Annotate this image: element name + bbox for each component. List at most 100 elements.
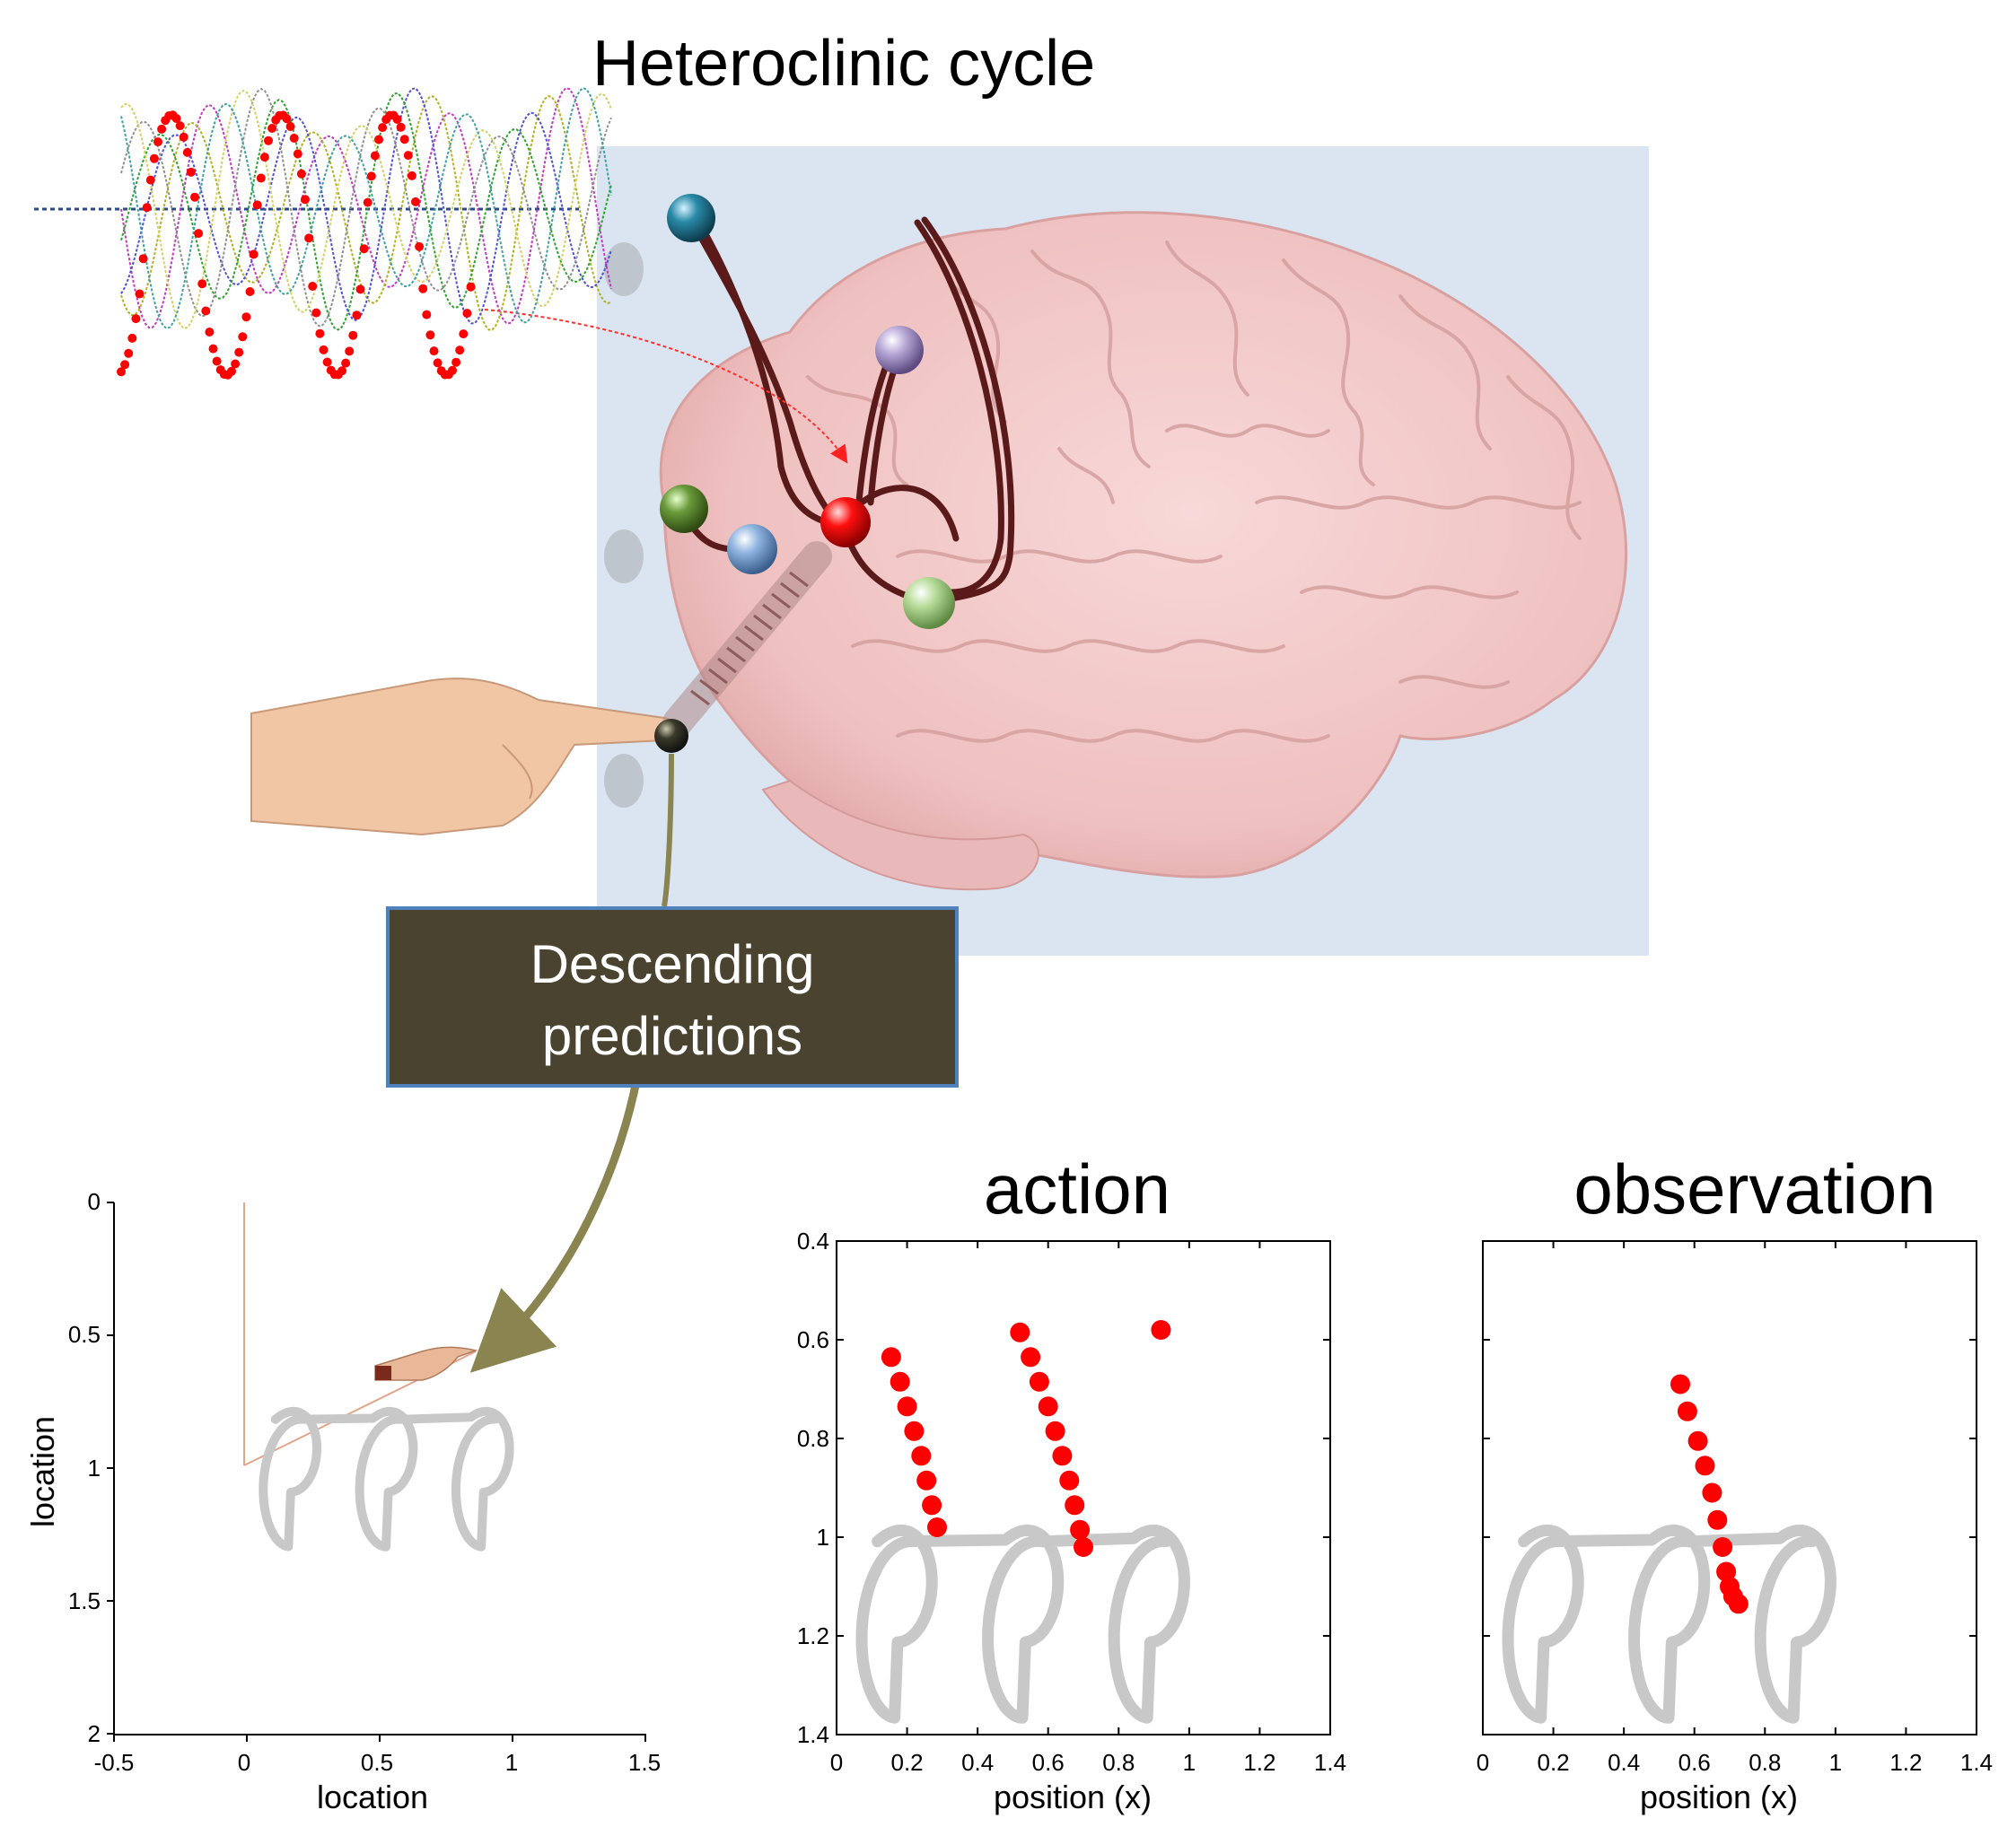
lightgreen-node bbox=[903, 577, 955, 629]
timeseries-trace bbox=[120, 87, 612, 329]
timeseries-dot bbox=[241, 312, 251, 322]
timeseries-dot bbox=[205, 328, 215, 337]
timeseries-dot bbox=[366, 171, 376, 181]
timeseries-dot bbox=[345, 346, 355, 356]
timeseries-dot bbox=[138, 254, 148, 264]
trajectory-dot bbox=[922, 1495, 942, 1516]
timeseries-dot bbox=[149, 153, 159, 163]
timeseries-dot bbox=[145, 175, 155, 185]
action-x-label: position (x) bbox=[994, 1779, 1152, 1815]
green-node bbox=[660, 485, 708, 533]
timeseries-dot bbox=[407, 170, 416, 180]
timeseries-dot bbox=[179, 132, 188, 142]
y-tick-2: 2 bbox=[88, 1720, 101, 1747]
trajectory-dot bbox=[1702, 1482, 1722, 1503]
y-tick-label: 1 bbox=[817, 1524, 829, 1551]
trajectory-dot bbox=[1021, 1347, 1041, 1368]
x-tick-label: 0.8 bbox=[1102, 1749, 1135, 1776]
box-label-line2: predictions bbox=[542, 1006, 802, 1066]
y-tick-label: 0.8 bbox=[797, 1425, 829, 1452]
trajectory-dot bbox=[1065, 1495, 1085, 1516]
trajectory-dot bbox=[1052, 1446, 1073, 1466]
descending-arrow bbox=[469, 1076, 642, 1373]
trajectory-dot bbox=[1670, 1374, 1690, 1394]
observation-x-label: position (x) bbox=[1640, 1779, 1798, 1815]
timeseries-dot bbox=[182, 147, 192, 157]
timeseries-dot bbox=[301, 195, 310, 205]
timeseries-dot bbox=[352, 310, 362, 320]
trajectory-dot bbox=[916, 1470, 937, 1491]
y-tick-0: 0 bbox=[88, 1188, 101, 1215]
y-tick-label: 0.4 bbox=[797, 1228, 829, 1255]
descending-line bbox=[662, 753, 674, 907]
y-tick-1: 1 bbox=[88, 1455, 101, 1482]
timeseries-dot bbox=[197, 279, 207, 289]
timeseries-dot bbox=[311, 308, 321, 318]
y-tick-label: 1.2 bbox=[797, 1622, 829, 1649]
timeseries-dot bbox=[208, 344, 218, 354]
trajectory-dot bbox=[1713, 1537, 1733, 1557]
x-tick-label: 1.2 bbox=[1243, 1749, 1275, 1776]
trajectory-dot bbox=[1029, 1371, 1049, 1392]
timeseries-dot bbox=[234, 347, 244, 357]
timeseries-dot bbox=[304, 233, 314, 243]
x-tick-label: 0.6 bbox=[1032, 1749, 1065, 1776]
red-link-arrow bbox=[484, 309, 848, 464]
timeseries-dot bbox=[348, 330, 358, 340]
trajectory-path bbox=[259, 1406, 514, 1552]
x-tick-label: 0.4 bbox=[1608, 1749, 1640, 1776]
trajectory-dot bbox=[1677, 1401, 1697, 1421]
x-tick-label: 1.4 bbox=[1960, 1749, 1993, 1776]
timeseries-inset bbox=[34, 86, 612, 380]
timeseries-dot bbox=[293, 149, 302, 159]
heteroclinic-connections bbox=[680, 216, 1015, 605]
timeseries-dot bbox=[131, 314, 141, 324]
timeseries-dot bbox=[411, 197, 420, 206]
timeseries-dot bbox=[212, 356, 222, 366]
x-tick-label: 0.2 bbox=[890, 1749, 923, 1776]
timeseries-dot bbox=[308, 282, 318, 291]
timeseries-dot bbox=[425, 330, 435, 340]
x-tick-label: 1.4 bbox=[1314, 1749, 1346, 1776]
x-tick-label: 0.6 bbox=[1679, 1749, 1711, 1776]
small-hand-icon bbox=[374, 1346, 478, 1381]
timeseries-dot bbox=[256, 173, 266, 183]
action-frame bbox=[836, 1240, 1331, 1735]
timeseries-dot bbox=[175, 121, 185, 131]
timeseries-trace bbox=[120, 86, 612, 330]
timeseries-dot bbox=[341, 358, 351, 368]
timeseries-dot bbox=[315, 328, 325, 338]
timeseries-dot bbox=[238, 332, 248, 342]
blue-node bbox=[727, 524, 777, 574]
timeseries-dot bbox=[355, 284, 365, 294]
timeseries-dot bbox=[245, 287, 255, 296]
descending-predictions-box: Descending predictions bbox=[386, 906, 959, 1088]
timeseries-dot bbox=[127, 333, 137, 343]
timeseries-dot bbox=[259, 153, 269, 162]
trajectory-dot bbox=[1045, 1421, 1065, 1441]
x-tick-0.5: 0.5 bbox=[361, 1749, 393, 1776]
timeseries-dot bbox=[285, 122, 295, 131]
timeseries-dot bbox=[267, 124, 277, 133]
timeseries-dot bbox=[194, 229, 204, 239]
trajectory-dot bbox=[1707, 1509, 1728, 1530]
dark-node bbox=[654, 719, 688, 753]
trajectory-dot bbox=[881, 1347, 901, 1368]
timeseries-dot bbox=[319, 345, 329, 354]
timeseries-dot bbox=[117, 367, 126, 377]
timeseries-dot bbox=[403, 151, 413, 161]
trajectory-path bbox=[855, 1524, 1190, 1724]
timeseries-dot bbox=[190, 192, 199, 202]
location-x-label: location bbox=[317, 1779, 428, 1815]
y-tick-label: 0.6 bbox=[797, 1326, 829, 1353]
x-tick-label: 1 bbox=[1829, 1749, 1842, 1776]
trajectory-dot bbox=[1728, 1594, 1749, 1614]
timeseries-dot bbox=[392, 115, 402, 124]
y-tick-0.5: 0.5 bbox=[68, 1321, 101, 1348]
timeseries-dot bbox=[422, 310, 432, 319]
timeseries-dot bbox=[171, 114, 181, 123]
timeseries-dot bbox=[249, 249, 259, 259]
trajectory-dot bbox=[1059, 1470, 1080, 1491]
timeseries-dot bbox=[135, 289, 145, 299]
